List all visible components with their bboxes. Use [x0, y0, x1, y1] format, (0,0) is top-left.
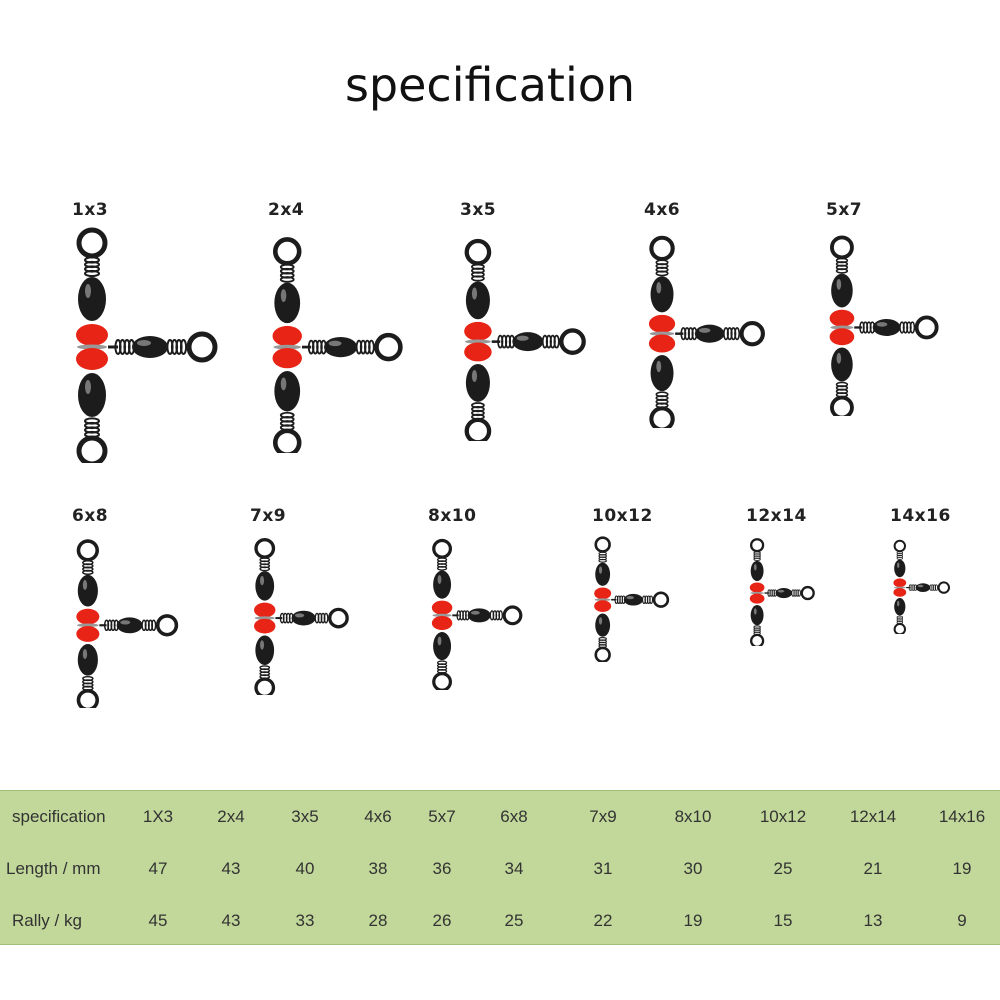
swivel-image-8x10: [428, 536, 524, 693]
size-label-1x3: 1x3: [72, 200, 109, 220]
table-cell: 45: [148, 911, 168, 930]
swivel-image-3x5: [459, 235, 588, 445]
swivel-image-5x7: [825, 232, 941, 420]
three-way-swivel-icon: [254, 537, 350, 698]
three-way-swivel-icon: [594, 536, 670, 664]
table-cell: 36: [432, 859, 452, 878]
three-way-swivel-icon: [431, 539, 523, 693]
size-label-7x9: 7x9: [250, 506, 287, 526]
swivel-image-10x12: [591, 534, 671, 664]
table-cell: 12x14: [849, 807, 897, 826]
swivel-image-12x14: [747, 536, 816, 648]
table-cell: 14x16: [938, 807, 986, 826]
size-label-8x10: 8x10: [428, 506, 477, 526]
table-cell: 40: [295, 859, 315, 878]
table-cell: 22: [593, 911, 613, 930]
table-cell: 26: [432, 911, 452, 930]
three-way-swivel-icon: [829, 235, 939, 420]
page-title: specification: [344, 58, 636, 112]
table-cell: 4x6: [364, 807, 392, 826]
table-cell: 5x7: [428, 807, 456, 826]
table-cell: 43: [221, 859, 241, 878]
size-label-4x6: 4x6: [644, 200, 681, 220]
row-header: Length / mm: [6, 859, 101, 878]
spec-table: specification 1X3 2x4 3x5 4x6 5x7 6x8 7x9 8x10 10…: [0, 790, 1000, 945]
table-cell: 15: [773, 911, 793, 930]
table-cell: 10x12: [759, 807, 807, 826]
three-way-swivel-icon: [648, 235, 765, 432]
size-label-3x5: 3x5: [460, 200, 497, 220]
size-label-5x7: 5x7: [826, 200, 863, 220]
size-label-6x8: 6x8: [72, 506, 109, 526]
three-way-swivel-icon: [76, 538, 179, 711]
table-cell: 2x4: [217, 807, 245, 826]
size-label-10x12: 10x12: [592, 506, 653, 526]
table-cell: 21: [863, 859, 883, 878]
three-way-swivel-icon: [464, 238, 586, 445]
size-label-12x14: 12x14: [746, 506, 807, 526]
table-cell: 25: [773, 859, 793, 878]
size-label-2x4: 2x4: [268, 200, 305, 220]
three-way-swivel-icon: [749, 537, 815, 648]
table-cell: 25: [504, 911, 524, 930]
table-cell: 47: [148, 859, 168, 878]
table-cell: 19: [683, 911, 703, 930]
swivel-image-14x16: [891, 538, 951, 636]
swivel-image-6x8: [72, 536, 180, 711]
table-cell: 31: [593, 859, 613, 878]
three-way-swivel-icon: [272, 236, 403, 457]
swivel-image-7x9: [250, 535, 351, 698]
swivel-image-2x4: [267, 233, 405, 457]
table-cell: 30: [683, 859, 703, 878]
table-cell: 38: [368, 859, 388, 878]
size-label-14x16: 14x16: [890, 506, 951, 526]
table-cell: 33: [295, 911, 315, 930]
table-cell: 6x8: [500, 807, 528, 826]
table-cell: 8x10: [674, 807, 712, 826]
table-cell: 34: [504, 859, 524, 878]
table-cell: 7x9: [589, 807, 617, 826]
swivel-image-1x3: [70, 223, 220, 467]
table-cell: 9: [957, 911, 967, 930]
table-cell: 28: [368, 911, 388, 930]
table-cell: 1X3: [142, 807, 174, 826]
table-cell: 19: [952, 859, 972, 878]
row-header: specification: [12, 807, 106, 826]
swivel-image-4x6: [644, 232, 767, 432]
three-way-swivel-icon: [76, 227, 218, 467]
table-cell: 13: [863, 911, 883, 930]
table-cell: 3x5: [291, 807, 319, 826]
three-way-swivel-icon: [893, 539, 951, 636]
table-cell: 43: [221, 911, 241, 930]
row-header: Rally / kg: [12, 911, 82, 930]
